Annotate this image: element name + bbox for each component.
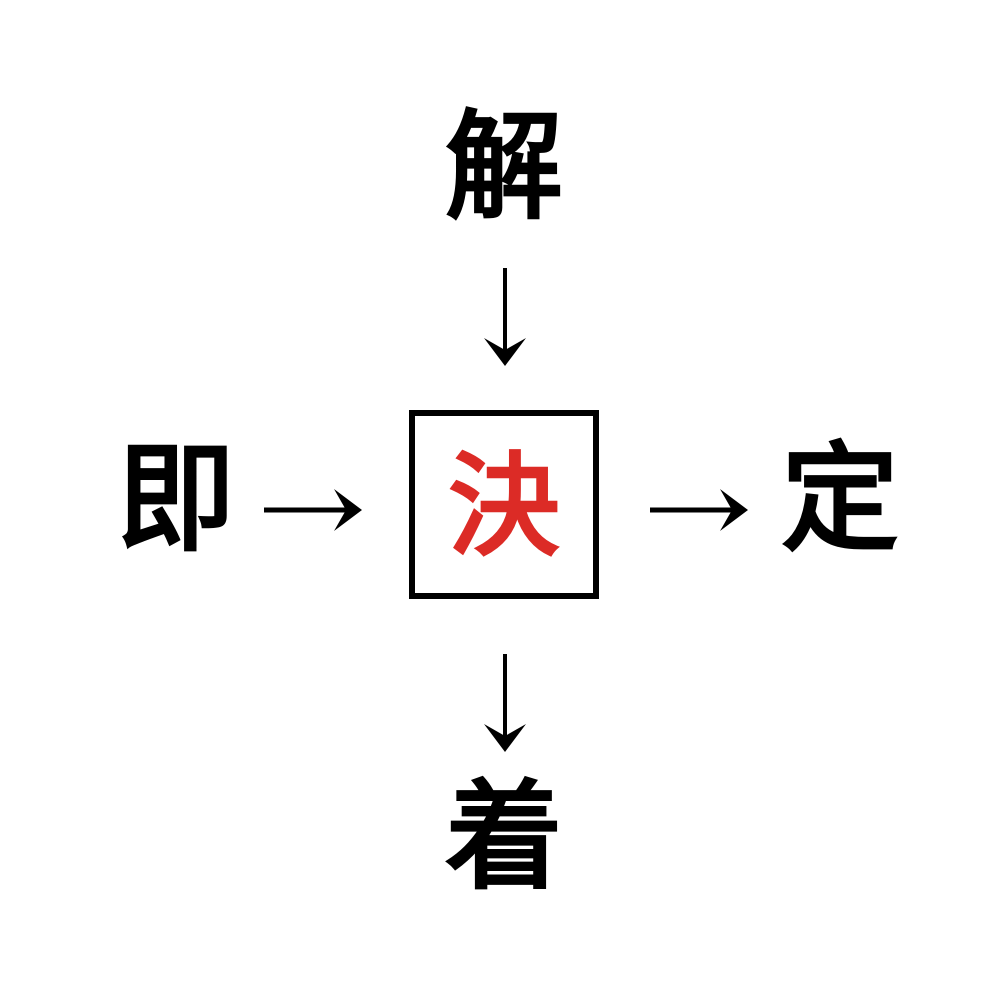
kanji-left-character: 即	[116, 430, 235, 568]
arrow-down-icon-bottom	[484, 654, 526, 752]
kanji-top-character: 解	[444, 98, 563, 236]
arrow-right-icon-right	[650, 489, 748, 531]
center-kanji-box: 決	[409, 410, 599, 599]
kanji-right-character: 定	[780, 430, 899, 568]
kanji-center-character: 決	[448, 441, 560, 572]
kanji-bottom-character: 着	[444, 768, 563, 906]
arrow-down-icon-top	[484, 268, 526, 366]
arrow-right-icon-left	[264, 489, 362, 531]
